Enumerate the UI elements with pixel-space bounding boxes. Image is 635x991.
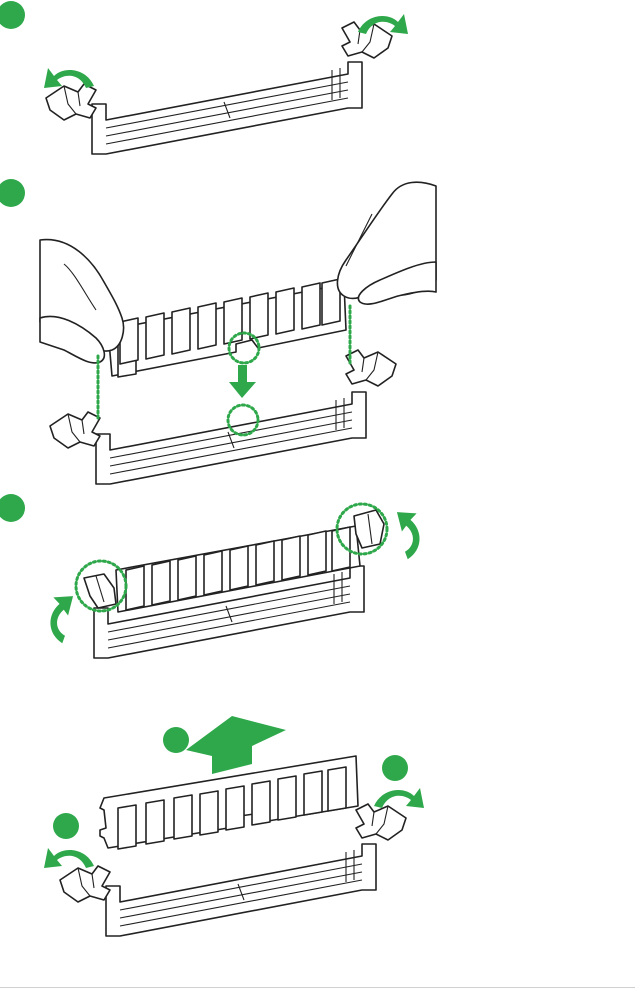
- removal-marker-right-icon: [382, 755, 408, 781]
- open-arrow-left-icon: [44, 68, 94, 88]
- open-arrow-left-icon: [44, 848, 94, 868]
- lift-up-arrow-icon: [186, 716, 286, 774]
- removal-marker-lift-icon: [163, 727, 189, 753]
- dimm-module: [108, 279, 346, 377]
- step-2-group: [0, 179, 436, 484]
- left-hand: [40, 240, 124, 363]
- dimm-slot: [106, 844, 376, 936]
- dimm-slot: [96, 392, 366, 484]
- dimm-slot: [92, 62, 362, 154]
- step-2-marker-icon: [0, 179, 25, 207]
- insert-down-arrow-icon: [229, 365, 256, 398]
- latch-clip-left-closed: [84, 574, 116, 608]
- latch-clip-left: [60, 866, 110, 902]
- close-arrow-left-icon: [40, 590, 79, 643]
- step-1-marker-icon: [0, 1, 25, 29]
- page-footer-rule: [0, 987, 635, 988]
- right-hand: [337, 182, 436, 304]
- removal-marker-left-icon: [53, 813, 79, 839]
- open-arrow-right-icon: [374, 788, 424, 808]
- latch-clip-right: [346, 350, 396, 386]
- latch-clip-right: [356, 804, 406, 840]
- step-3-group: [0, 494, 430, 658]
- close-arrow-right-icon: [391, 506, 430, 559]
- latch-clip-left: [46, 84, 96, 120]
- dimm-module-removed: [100, 756, 358, 849]
- latch-clip-left: [50, 412, 100, 448]
- step-3-marker-icon: [0, 494, 25, 522]
- step-1-group: [0, 1, 408, 154]
- latch-clip-right-closed: [354, 510, 384, 548]
- removal-group: [44, 716, 424, 936]
